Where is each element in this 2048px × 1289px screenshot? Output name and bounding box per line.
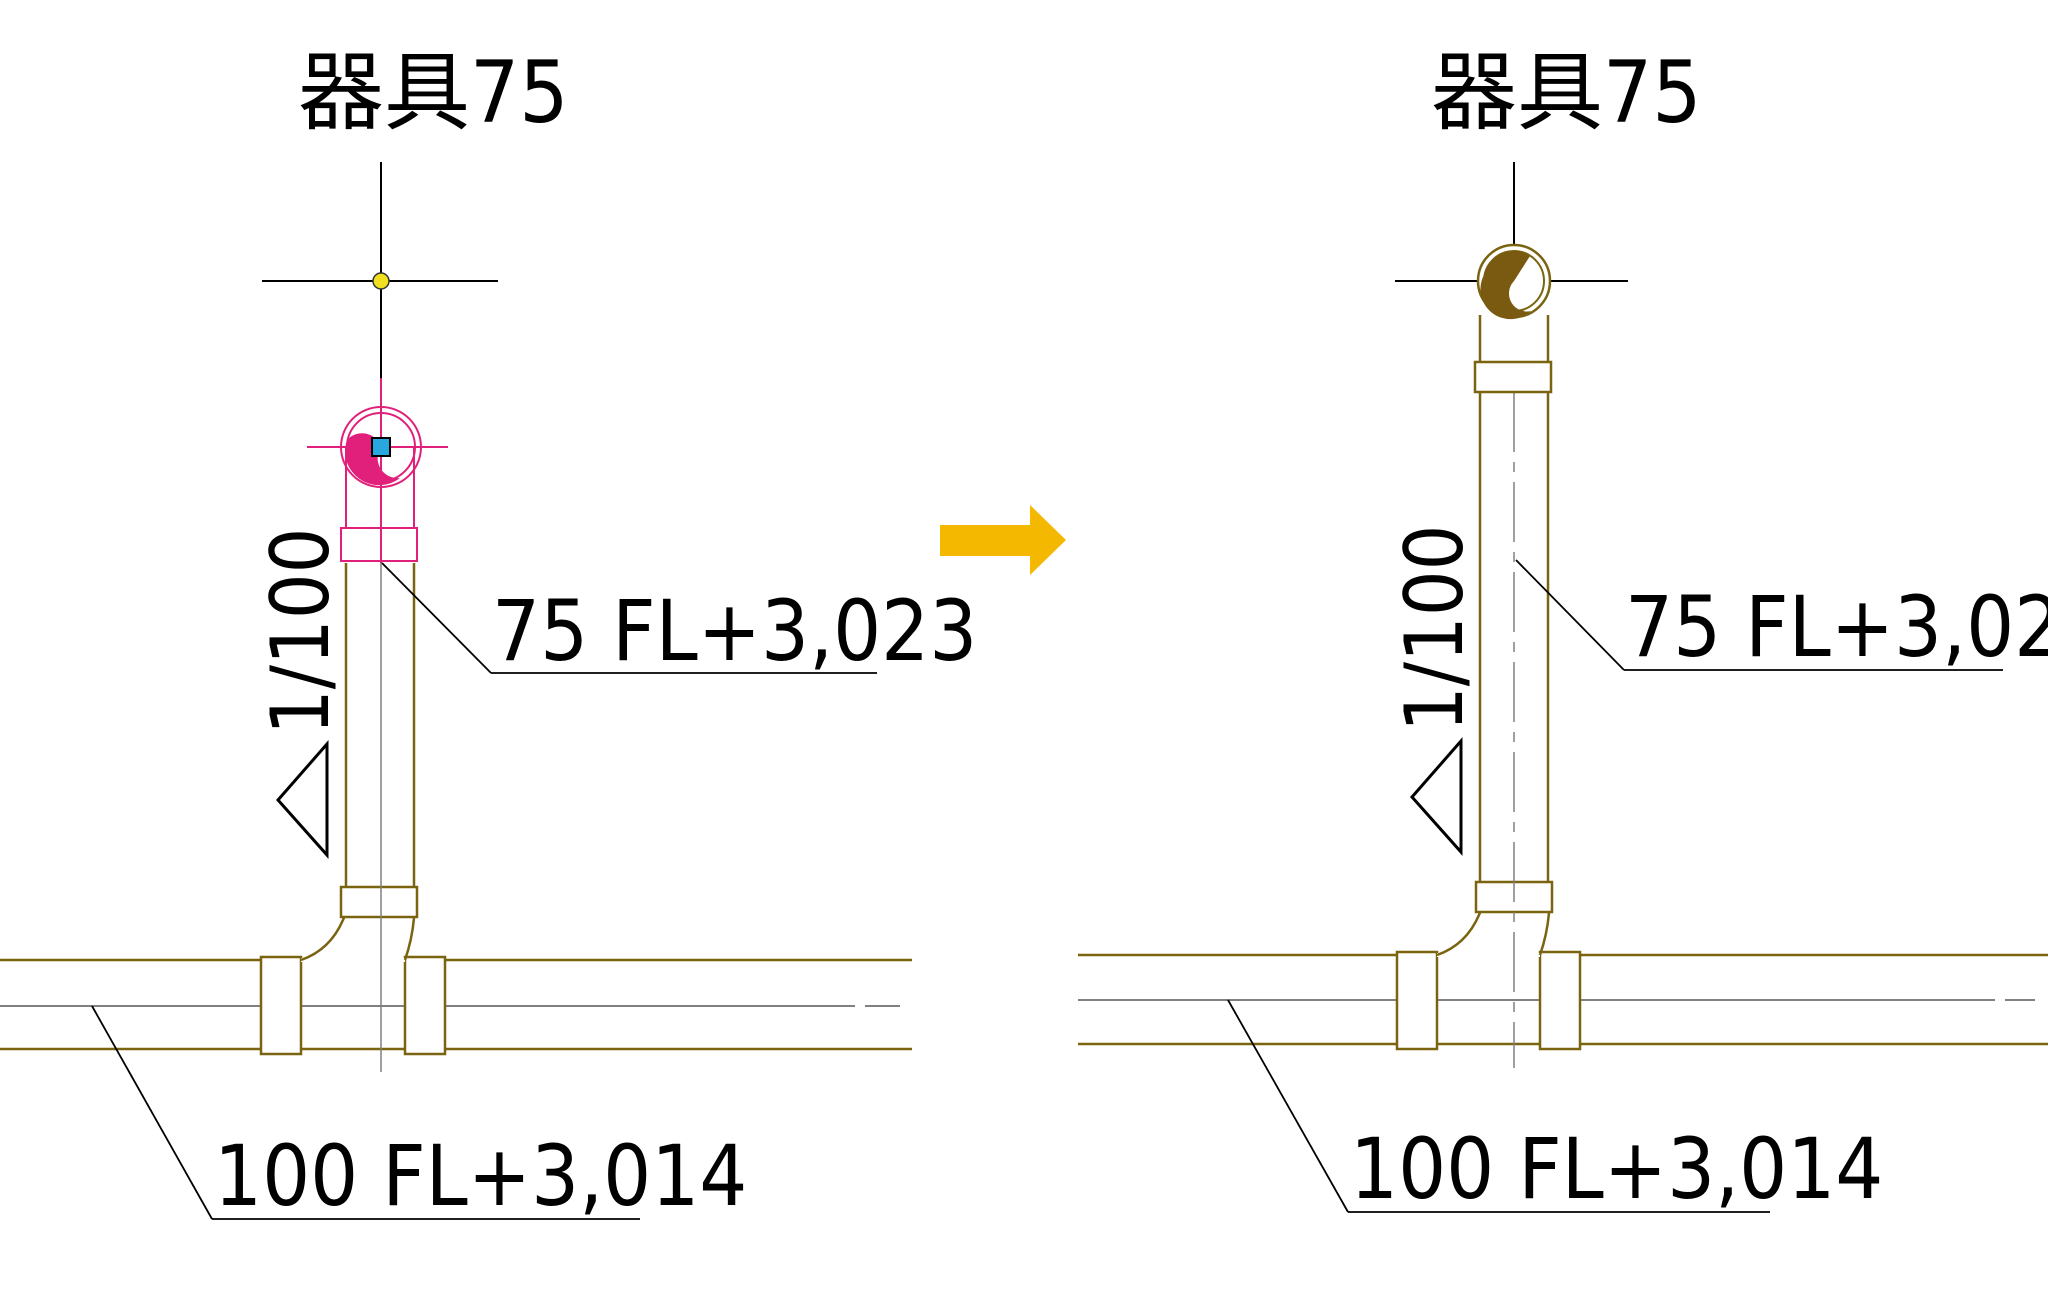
main-leader: 100 FL+3,014 [1227,999,1883,1218]
main-pipe [1078,950,2048,1051]
crosshair-marker [262,162,498,384]
right-arrow-icon [940,505,1066,575]
placed-elbow[interactable] [1476,243,1552,320]
riser-label: 75 FL+3,023 [1625,578,2048,676]
fixture-label: 器具75 [1431,43,1701,143]
snap-point-icon[interactable] [372,272,390,290]
slope-annotation: 1/100 [254,528,347,859]
slope-annotation: 1/100 [1388,525,1481,856]
coupling [259,955,303,1056]
riser-pipe [344,563,416,1072]
panel-before: 器具75 [0,43,977,1225]
fixture-label: 器具75 [298,43,568,143]
slope-label: 1/100 [1388,525,1481,732]
main-leader: 100 FL+3,014 [91,1005,747,1225]
main-pipe [0,955,912,1056]
tee-fitting [300,885,419,962]
coupling [1395,950,1439,1051]
coupling [403,955,447,1056]
selected-elbow[interactable] [307,378,448,563]
riser-pipe [1473,315,1553,1068]
slope-label: 1/100 [254,528,347,735]
riser-label: 75 FL+3,023 [492,582,977,680]
tee-fitting [1436,880,1554,957]
panel-after: 器具75 [1078,43,2048,1218]
riser-leader: 75 FL+3,023 [381,562,977,680]
coupling [1538,950,1582,1051]
main-label: 100 FL+3,014 [1350,1120,1883,1218]
riser-leader: 75 FL+3,023 [1515,559,2048,676]
main-label: 100 FL+3,014 [214,1127,747,1225]
grip-handle-icon[interactable] [371,437,391,457]
